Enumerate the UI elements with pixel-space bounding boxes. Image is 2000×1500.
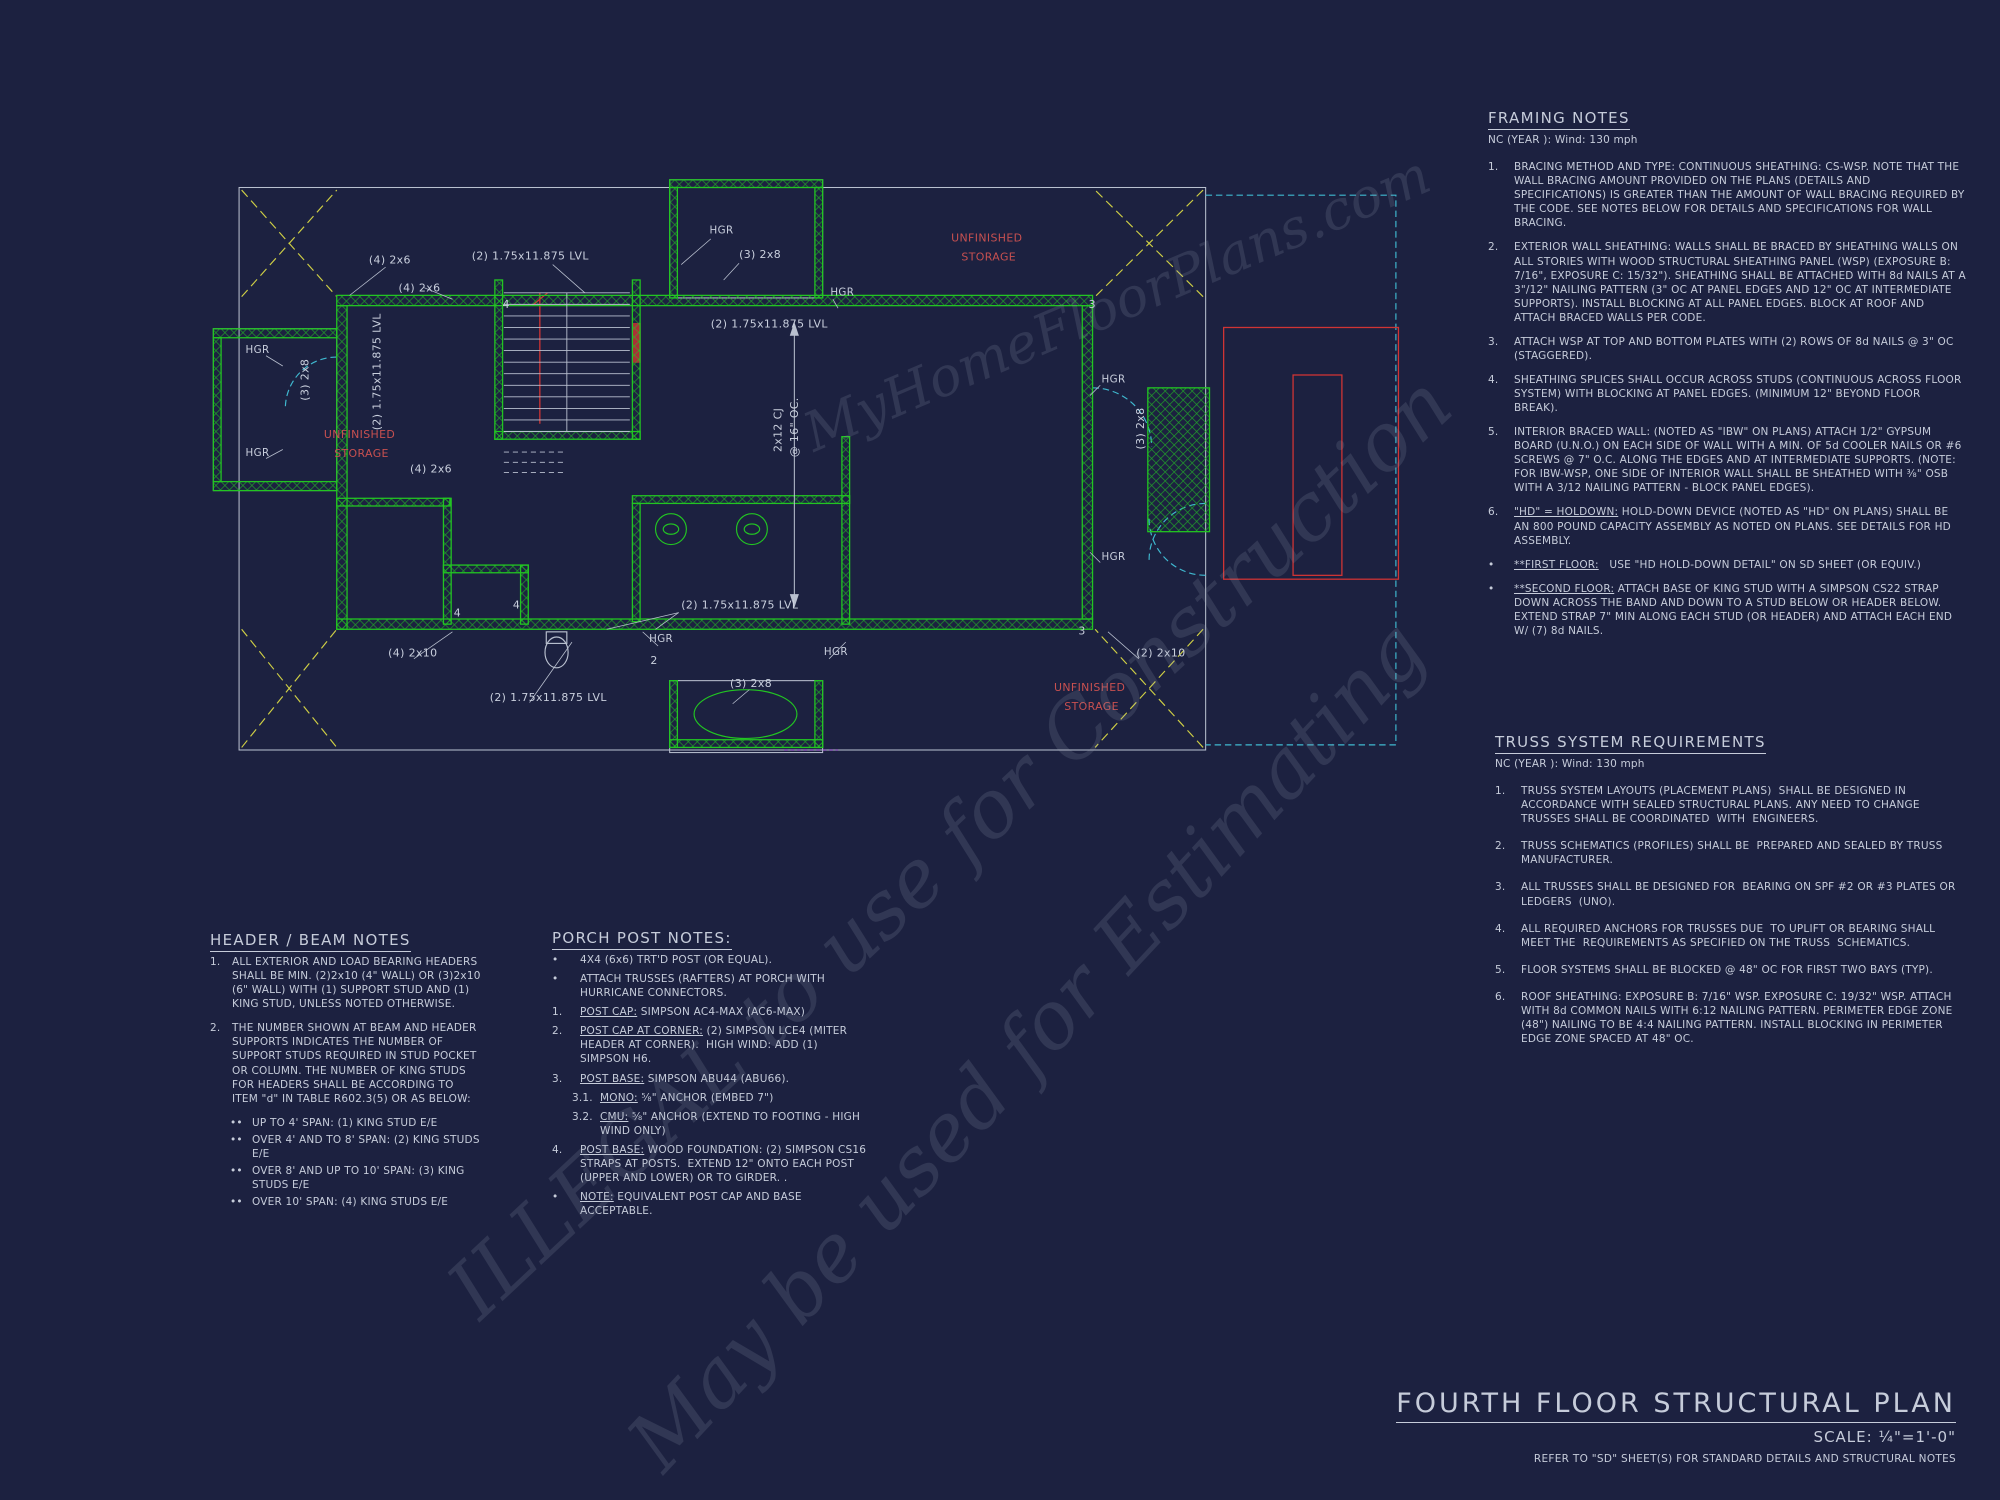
framing-notes-section: FRAMING NOTES NC (YEAR ): Wind: 130 mph … — [1488, 108, 1966, 648]
note-item: 5.FLOOR SYSTEMS SHALL BE BLOCKED @ 48" O… — [1495, 963, 1933, 976]
header-beam-notes-title: HEADER / BEAM NOTES — [210, 930, 411, 953]
plan-label: HGR — [710, 225, 734, 237]
stairs — [503, 292, 630, 474]
note-item: 1.TRUSS SYSTEM LAYOUTS (PLACEMENT PLANS)… — [1495, 785, 1924, 826]
note-item: 1.POST CAP: SIMPSON AC4-MAX (AC6-MAX) — [552, 1006, 806, 1019]
plan-label-unfinished-storage: STORAGE — [961, 251, 1016, 264]
porch-post-notes-section: PORCH POST NOTES: •4X4 (6x6) TRT'D POST … — [552, 928, 870, 1223]
plan-label-unfinished-storage: UNFINISHED — [324, 428, 395, 441]
note-item: 2.POST CAP AT CORNER: (2) SIMPSON LCE4 (… — [552, 1025, 851, 1066]
truss-notes-list: 1.TRUSS SYSTEM LAYOUTS (PLACEMENT PLANS)… — [1495, 784, 1965, 1046]
plan-label: (4) 2x6 — [369, 253, 411, 266]
framing-notes-title: FRAMING NOTES — [1488, 108, 1630, 131]
note-item: •NOTE: EQUIVALENT POST CAP AND BASE ACCE… — [552, 1190, 806, 1218]
note-item: 4.POST BASE: WOOD FOUNDATION: (2) SIMPSO… — [552, 1143, 870, 1184]
plan-label: (2) 1.75x11.875 LVL — [711, 317, 829, 330]
note-item: 5.INTERIOR BRACED WALL: (NOTED AS "IBW" … — [1488, 426, 1966, 495]
sheet-reference-note: REFER TO "SD" SHEET(S) FOR STANDARD DETA… — [1533, 1453, 1956, 1465]
note-item: ••OVER 8' AND UP TO 10' SPAN: (3) KING S… — [230, 1164, 469, 1191]
note-item: ••UP TO 4' SPAN: (1) KING STUD E/E — [230, 1116, 438, 1129]
note-item: 3.POST BASE: SIMPSON ABU44 (ABU66). — [552, 1072, 790, 1085]
plan-label: HGR — [1102, 374, 1126, 386]
plan-label-unfinished-storage: STORAGE — [334, 447, 389, 460]
truss-notes-title: TRUSS SYSTEM REQUIREMENTS — [1495, 732, 1766, 755]
plan-label: (3) 2x8 — [730, 677, 772, 690]
note-item: 4.SHEATHING SPLICES SHALL OCCUR ACROSS S… — [1488, 373, 1966, 415]
plan-label: 3 — [1089, 298, 1096, 311]
plan-label: (4) 2x6 — [410, 463, 452, 476]
sheet-scale: SCALE: ¼"=1'-0" — [1813, 1428, 1956, 1446]
framing-notes-bullets: •**FIRST FLOOR: USE "HD HOLD-DOWN DETAIL… — [1488, 558, 1966, 638]
truss-notes-subtitle: NC (YEAR ): Wind: 130 mph — [1495, 758, 1645, 771]
leader-lines — [265, 238, 1140, 705]
note-item: •**FIRST FLOOR: USE "HD HOLD-DOWN DETAIL… — [1488, 558, 1922, 571]
note-item: 2.THE NUMBER SHOWN AT BEAM AND HEADER SU… — [210, 1022, 481, 1105]
plan-label: (2) 2x10 — [1136, 646, 1185, 659]
plan-label: HGR — [1102, 551, 1126, 563]
plan-label-unfinished-storage: UNFINISHED — [1054, 681, 1125, 694]
note-item: ••OVER 4' AND TO 8' SPAN: (2) KING STUDS… — [230, 1133, 484, 1160]
note-item: 6."HD" = HOLDOWN: HOLD-DOWN DEVICE (NOTE… — [1488, 506, 1955, 547]
plan-label: 2 — [650, 654, 657, 667]
plan-label-unfinished-storage: UNFINISHED — [951, 231, 1022, 244]
plan-label: HGR — [246, 344, 270, 356]
framing-notes-subtitle: NC (YEAR ): Wind: 130 mph — [1488, 134, 1638, 147]
plan-label: HGR — [824, 646, 848, 658]
plan-label: 4 — [513, 599, 520, 612]
note-item: 1.BRACING METHOD AND TYPE: CONTINUOUS SH… — [1488, 161, 1969, 230]
plan-label: (3) 2x8 — [1134, 408, 1147, 450]
roof-outline — [212, 179, 1207, 754]
note-item: 3.ALL TRUSSES SHALL BE DESIGNED FOR BEAR… — [1495, 881, 1959, 908]
header-beam-notes-list: 1.ALL EXTERIOR AND LOAD BEARING HEADERS … — [210, 955, 482, 1209]
note-item: 1.ALL EXTERIOR AND LOAD BEARING HEADERS … — [210, 956, 485, 1011]
plan-label: (2) 1.75x11.875 LVL — [490, 691, 608, 704]
plan-label: (2) 1.75x11.875 LVL — [472, 249, 590, 262]
note-item: •ATTACH TRUSSES (RAFTERS) AT PORCH WITH … — [552, 973, 829, 1000]
framed-walls — [212, 179, 1211, 749]
plan-label-unfinished-storage: STORAGE — [1064, 700, 1119, 713]
hip-valley-lines — [241, 189, 1204, 748]
note-item: 3.2.CMU: ⅝" ANCHOR (EXTEND TO FOOTING - … — [572, 1110, 864, 1137]
note-item: 3.ATTACH WSP AT TOP AND BOTTOM PLATES WI… — [1488, 335, 1958, 362]
plan-label: HGR — [830, 286, 854, 298]
note-item: 2.TRUSS SCHEMATICS (PROFILES) SHALL BE P… — [1495, 840, 1950, 867]
note-item: 3.1.MONO: ⅝" ANCHOR (EMBED 7") — [572, 1091, 774, 1104]
plan-label: (4) 2x10 — [388, 646, 437, 659]
dimension-lines — [789, 322, 799, 608]
sheet-title: FOURTH FLOOR STRUCTURAL PLAN — [1396, 1388, 1956, 1423]
note-item: ••OVER 10' SPAN: (4) KING STUDS E/E — [230, 1196, 449, 1209]
plan-label: 4 — [454, 606, 461, 619]
header-beam-notes-section: HEADER / BEAM NOTES 1.ALL EXTERIOR AND L… — [210, 930, 482, 1212]
note-item: •**SECOND FLOOR: ATTACH BASE OF KING STU… — [1488, 582, 1956, 637]
plan-label: (2) 1.75x11.875 LVL — [370, 313, 383, 431]
truss-notes-section: TRUSS SYSTEM REQUIREMENTS NC (YEAR ): Wi… — [1495, 732, 1965, 1059]
porch-post-notes-title: PORCH POST NOTES: — [552, 928, 732, 951]
note-item: •4X4 (6x6) TRT'D POST (OR EQUAL). — [552, 954, 773, 967]
note-item: 4.ALL REQUIRED ANCHORS FOR TRUSSES DUE T… — [1495, 922, 1939, 949]
red-annotations — [531, 292, 1400, 580]
plan-label: 2x12 CJ — [771, 408, 784, 452]
plan-label: 3 — [1078, 624, 1085, 637]
title-block: FOURTH FLOOR STRUCTURAL PLAN SCALE: ¼"=1… — [1396, 1388, 1956, 1465]
plan-label: (4) 2x6 — [398, 282, 440, 295]
plan-label: HGR — [649, 633, 673, 645]
porch-post-notes-list: •4X4 (6x6) TRT'D POST (OR EQUAL). •ATTACH… — [552, 953, 870, 1218]
plan-label: (3) 2x8 — [298, 359, 311, 401]
plan-label: 4 — [503, 298, 510, 311]
plan-label: HGR — [246, 447, 270, 459]
framing-notes-list: 1.BRACING METHOD AND TYPE: CONTINUOUS SH… — [1488, 160, 1966, 548]
plan-label: (3) 2x8 — [739, 248, 781, 261]
note-item: 2.EXTERIOR WALL SHEATHING: WALLS SHALL B… — [1488, 241, 1970, 324]
plan-label: (2) 1.75x11.875 LVL — [681, 599, 799, 612]
fixtures — [544, 513, 839, 751]
note-item: 6.ROOF SHEATHING: EXPOSURE B: 7/16" WSP.… — [1495, 990, 1957, 1045]
plan-label: @ 16" OC. — [788, 397, 801, 457]
